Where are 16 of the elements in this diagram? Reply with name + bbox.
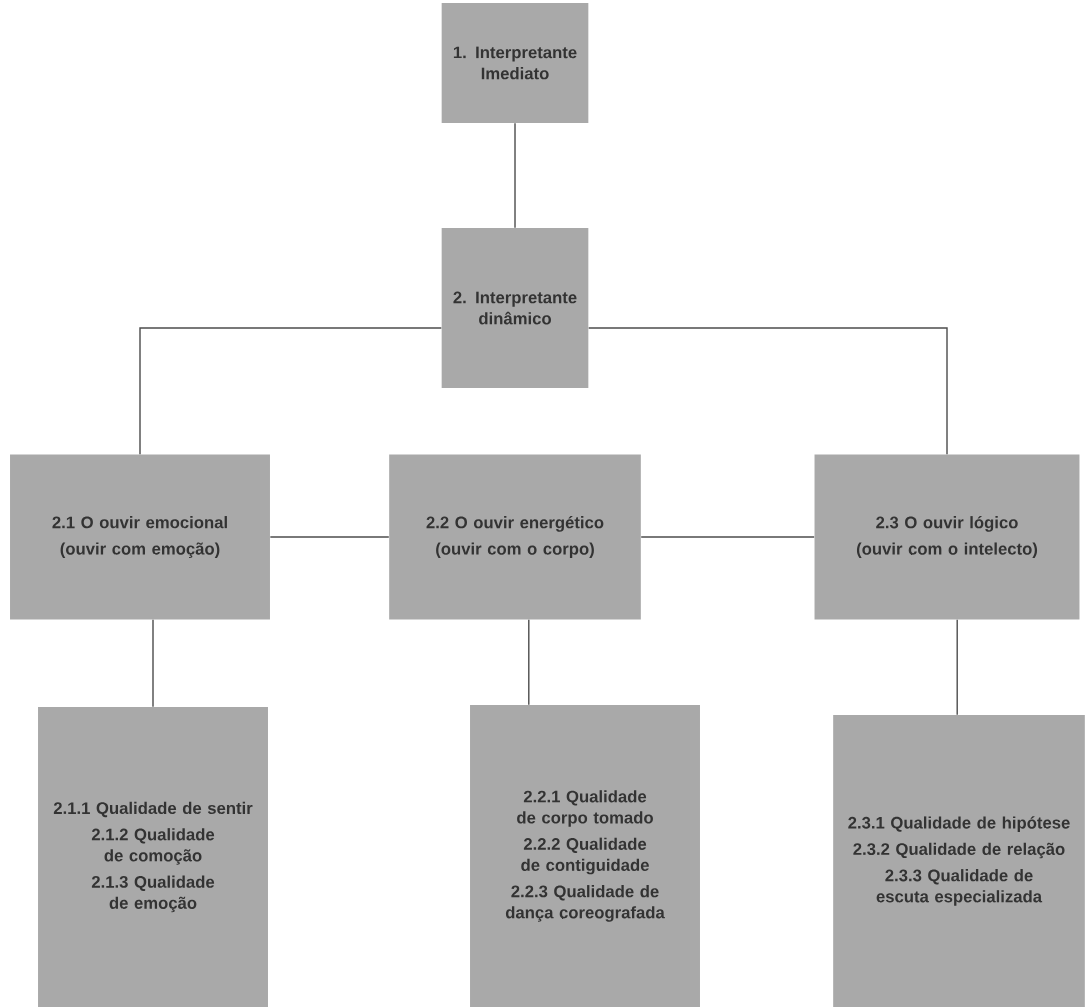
connector-line bbox=[152, 619, 154, 708]
connector-line bbox=[528, 619, 530, 706]
connector-line bbox=[588, 327, 948, 455]
connector-line bbox=[269, 536, 390, 538]
box: 2.1 O ouvir emocional (ouvir com emoção) bbox=[10, 454, 270, 620]
box: 2.3 O ouvir lógico (ouvir com o intelecto) bbox=[814, 454, 1080, 620]
box: 1. Interpretante Imediato bbox=[441, 3, 589, 123]
box: 2.2 O ouvir energético (ouvir com o corpo) bbox=[389, 454, 641, 620]
connector-line bbox=[956, 619, 958, 716]
box: 2.3.1 Qualidade de hipótese 2.3.2 Qualidade de relação 2.3.3 Qualidade de escuta especializada bbox=[833, 715, 1085, 1007]
box: 2.1.1 Qualidade de sentir 2.1.2 Qualidade de comoção 2.1.3 Qualidade de emoção bbox=[38, 707, 268, 1007]
box: 2.2.1 Qualidade de corpo tomado 2.2.2 Qualidade de contiguidade 2.2.3 Qualidade de dança coreografada bbox=[470, 705, 700, 1007]
box: 2. Interpretante dinâmico bbox=[441, 228, 589, 388]
connector-line bbox=[640, 536, 815, 538]
connector-line bbox=[514, 122, 516, 229]
connector-line bbox=[139, 327, 442, 455]
